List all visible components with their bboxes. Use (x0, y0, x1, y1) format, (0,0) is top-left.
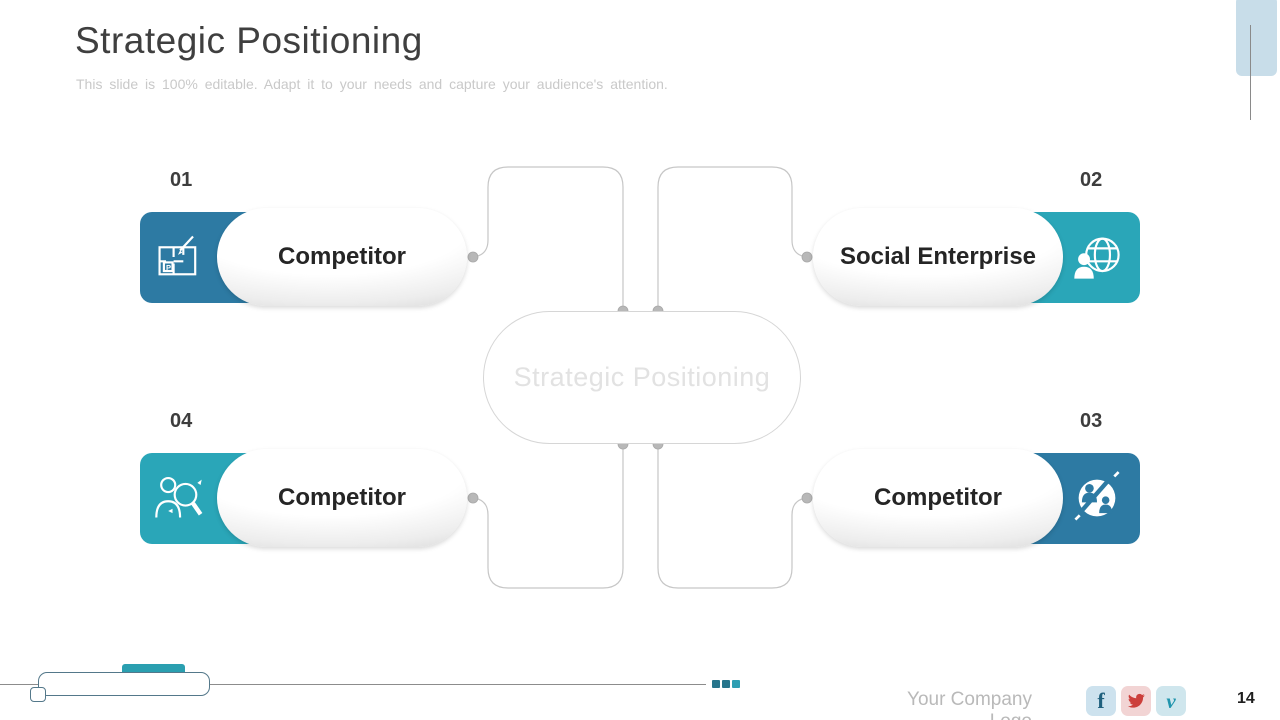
slide-subtitle[interactable]: This slide is 100% editable. Adapt it to… (76, 76, 668, 92)
blueprint-icon: P (158, 235, 197, 276)
item-04-label: Competitor (278, 484, 406, 511)
vimeo-icon[interactable]: v (1156, 686, 1186, 716)
footer-mini-squares (712, 680, 740, 688)
item-03-number: 03 (1080, 410, 1103, 432)
center-stadium-shape[interactable]: Strategic Positioning (483, 311, 801, 444)
item-02-label: Social Enterprise (839, 243, 1037, 270)
svg-text:P: P (166, 263, 171, 272)
item-02-pill[interactable]: Social Enterprise (813, 208, 1063, 306)
footer-text-placeholder[interactable] (38, 672, 210, 696)
facebook-icon[interactable]: f (1086, 686, 1116, 716)
page-title[interactable]: Strategic Positioning (75, 20, 423, 61)
footer-placeholder-tab (122, 664, 185, 674)
item-01-label: Competitor (278, 243, 406, 270)
item-04-pill[interactable]: Competitor (217, 449, 467, 547)
corner-decoration-rect (1236, 0, 1277, 76)
company-logo-text: Your Company Logo (907, 689, 1032, 720)
person-search-icon (155, 476, 203, 518)
item-01-number: 01 (170, 169, 193, 191)
footer-divider-line (0, 684, 706, 685)
twitter-icon[interactable] (1121, 686, 1151, 716)
item-03-pill[interactable]: Competitor (813, 449, 1063, 547)
item-02-number: 02 (1080, 169, 1103, 191)
no-competitor-icon (1074, 471, 1120, 521)
footer-placeholder-handle[interactable] (30, 687, 46, 702)
page-number: 14 (1237, 690, 1255, 707)
corner-decoration-line (1250, 25, 1251, 120)
center-label: Strategic Positioning (513, 362, 771, 392)
item-04-number: 04 (170, 410, 193, 432)
item-01-pill[interactable]: Competitor (217, 208, 467, 306)
person-globe-icon (1074, 237, 1120, 279)
item-03-label: Competitor (874, 484, 1002, 511)
